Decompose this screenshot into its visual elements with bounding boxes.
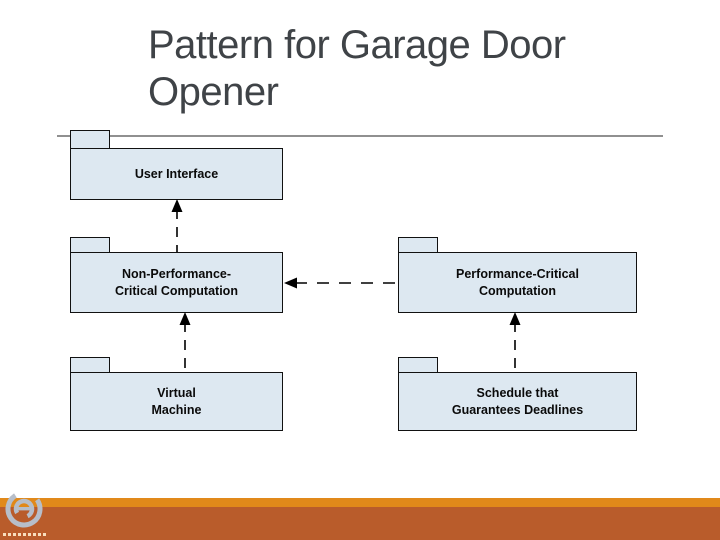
arrow-schedule-to-perfcritical xyxy=(509,312,521,372)
slide-title: Pattern for Garage Door Opener xyxy=(148,22,566,116)
slide-title-line-1: Pattern for Garage Door xyxy=(148,23,566,67)
footer-orange-stripe xyxy=(0,498,720,507)
package-body: Non-Performance- Critical Computation xyxy=(70,252,283,313)
package-tab xyxy=(70,357,110,373)
package-body: Virtual Machine xyxy=(70,372,283,431)
package-body: Performance-Critical Computation xyxy=(398,252,637,313)
arrow-nonperf-to-userinterface xyxy=(171,199,183,252)
logo-caption-text xyxy=(3,533,47,536)
package-tab xyxy=(70,130,110,149)
slide-title-line-2: Opener xyxy=(148,70,279,114)
title-divider-line xyxy=(57,135,663,137)
package-tab xyxy=(398,237,438,253)
package-label: Non-Performance- Critical Computation xyxy=(115,267,238,298)
arrow-perfcritical-to-nonperf xyxy=(284,277,398,289)
package-body: User Interface xyxy=(70,148,283,200)
package-label: User Interface xyxy=(134,166,219,181)
arrow-virtualmachine-to-nonperf xyxy=(179,312,191,372)
package-label: Schedule that Guarantees Deadlines xyxy=(451,386,584,417)
package-label: Performance-Critical Computation xyxy=(456,267,579,298)
package-tab xyxy=(70,237,110,253)
footer-rust-band xyxy=(0,507,720,540)
package-body: Schedule that Guarantees Deadlines xyxy=(398,372,637,431)
package-tab xyxy=(398,357,438,373)
package-label: Virtual Machine xyxy=(151,386,202,417)
organization-logo-icon xyxy=(5,490,43,528)
